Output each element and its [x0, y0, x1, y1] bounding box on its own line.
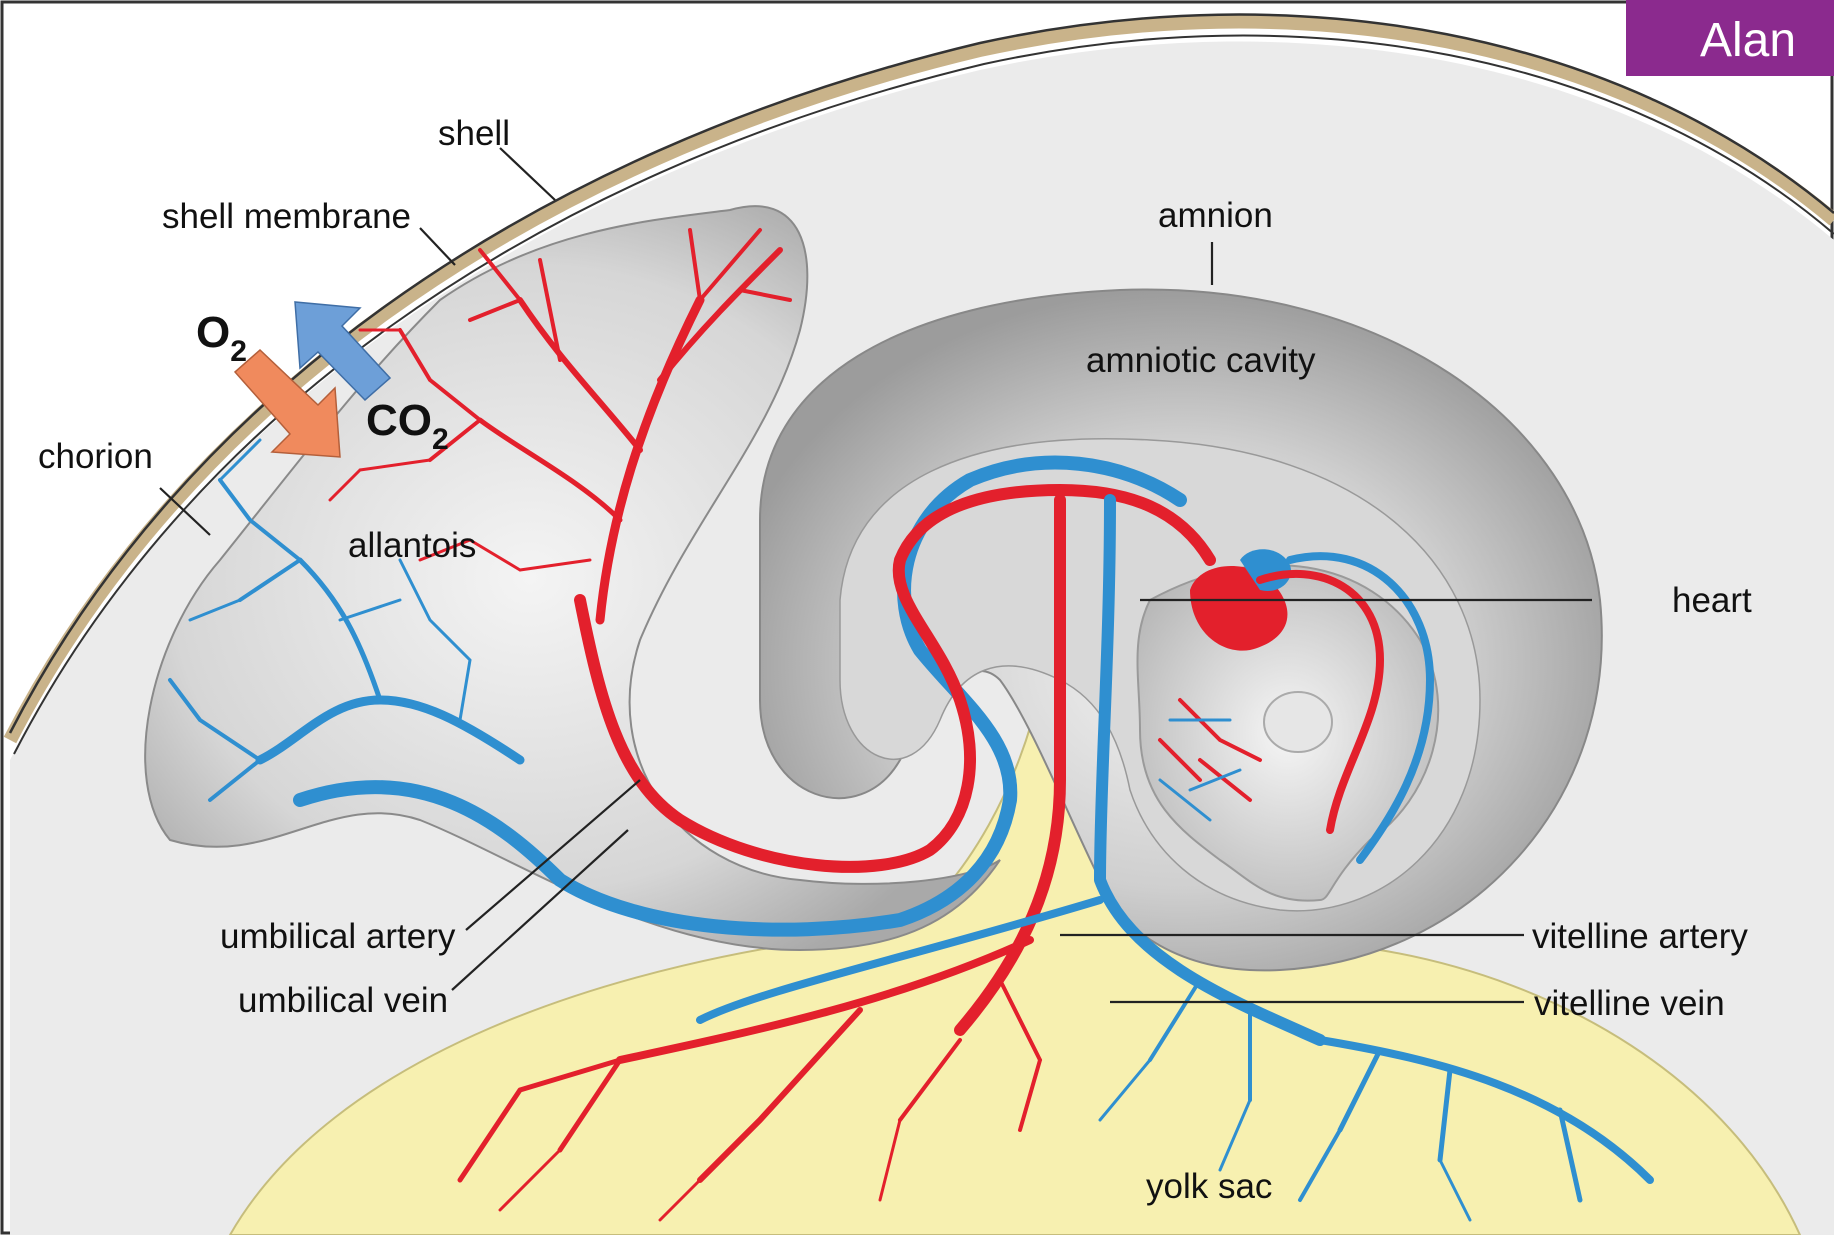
- label-vitelline-artery: vitelline artery: [1532, 917, 1748, 956]
- label-yolk-sac: yolk sac: [1146, 1167, 1272, 1206]
- title-tab-text: Alan: [1700, 14, 1796, 67]
- label-umbilical-vein: umbilical vein: [238, 981, 448, 1020]
- label-heart: heart: [1672, 581, 1752, 620]
- label-shell-membrane: shell membrane: [162, 197, 411, 236]
- embryo-eye: [1264, 692, 1332, 752]
- label-amniotic-cavity: amniotic cavity: [1086, 341, 1316, 380]
- label-umbilical-artery: umbilical artery: [220, 917, 456, 956]
- label-shell: shell: [438, 114, 510, 153]
- label-allantois: allantois: [348, 526, 476, 565]
- label-vitelline-vein: vitelline vein: [1534, 984, 1725, 1023]
- label-amnion: amnion: [1158, 196, 1273, 235]
- label-chorion: chorion: [38, 437, 153, 476]
